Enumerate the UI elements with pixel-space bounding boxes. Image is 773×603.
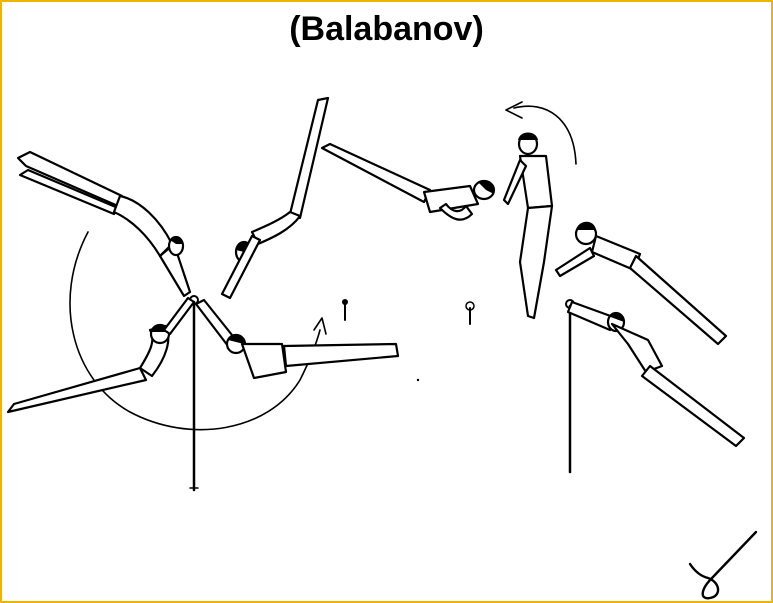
difficulty-symbol xyxy=(688,530,758,600)
gymnast-phase-8 xyxy=(194,298,400,380)
gymnast-phase-2 xyxy=(220,96,330,300)
gymnast-phase-5 xyxy=(554,221,728,346)
gymnast-phase-6 xyxy=(566,300,746,448)
gymnast-phase-1 xyxy=(16,150,192,298)
horizontal-bar-left xyxy=(189,295,199,492)
figure-title: (Balabanov) xyxy=(289,10,484,48)
gymnast-phase-7 xyxy=(6,296,196,414)
gymnast-phase-4 xyxy=(502,132,554,320)
rotation-arrow xyxy=(505,101,577,165)
horizontal-bar-right xyxy=(565,299,575,474)
gymnast-phase-3 xyxy=(320,142,496,221)
bar-marker xyxy=(342,299,475,325)
trajectory-dot xyxy=(416,378,420,382)
giant-circle-path xyxy=(69,231,327,431)
